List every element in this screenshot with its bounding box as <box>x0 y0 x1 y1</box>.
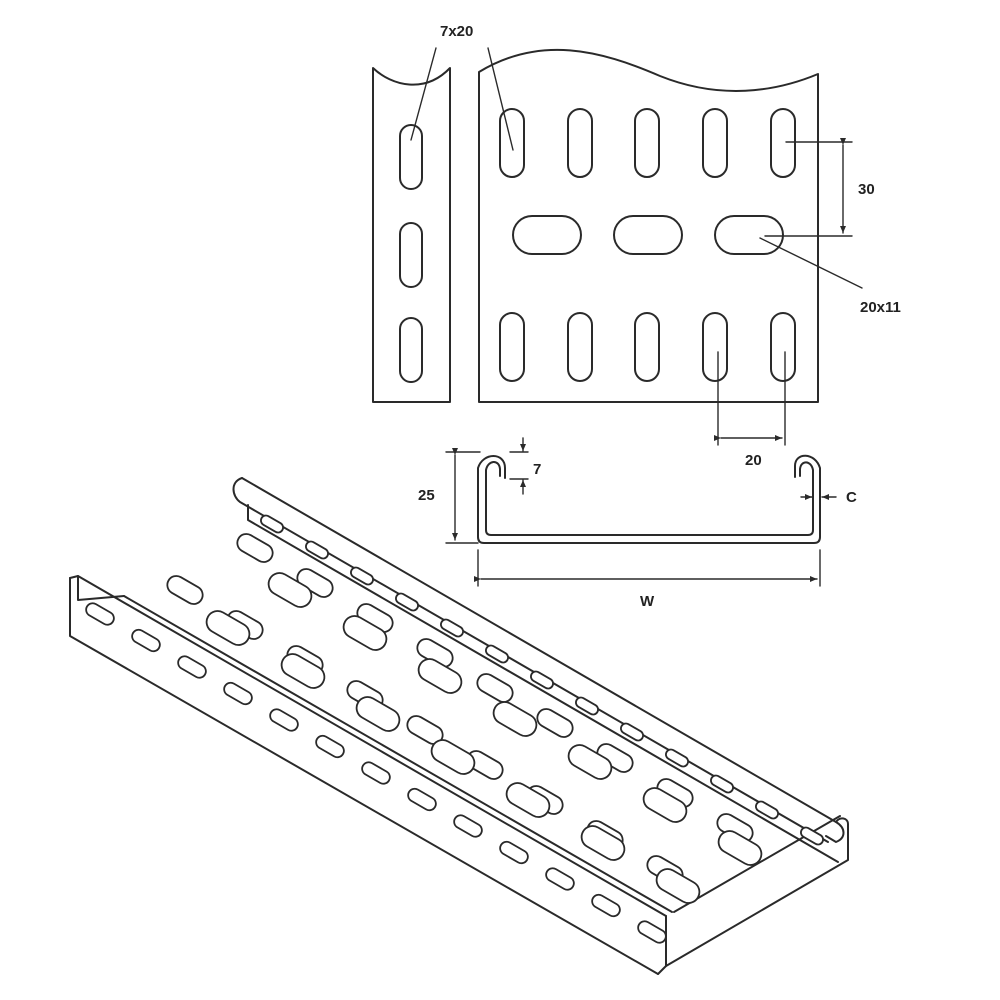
bottom-panel-outline <box>478 48 819 403</box>
vertical-slot <box>702 312 728 382</box>
front-wall-slot <box>407 787 437 812</box>
pitch-30-label: 30 <box>858 181 875 198</box>
back-wall-slot <box>620 722 644 742</box>
floor-slot <box>236 533 274 563</box>
back-wall-slot <box>665 748 689 768</box>
back-rim-bottom <box>232 477 829 843</box>
back-wall-slot <box>800 826 824 846</box>
front-wall-slot <box>637 920 667 944</box>
strip-slot <box>399 317 423 383</box>
pitch-20-label: 20 <box>745 452 762 469</box>
dimension-slot-size: 7x20 <box>410 23 514 151</box>
tray-perforations <box>85 514 824 944</box>
floor-hole <box>280 653 326 689</box>
height-25-label: 25 <box>418 487 435 504</box>
leader-line-hole <box>759 237 863 289</box>
section-profile-inner <box>485 461 814 536</box>
floor-hole <box>505 782 551 818</box>
horizontal-hole <box>613 215 683 255</box>
front-wall-slot <box>223 681 253 706</box>
floor-slot <box>536 708 574 738</box>
back-wall-slot <box>305 540 329 560</box>
floor-slot <box>476 673 514 703</box>
floor-slot <box>166 575 204 605</box>
front-wall-slot <box>269 708 299 732</box>
width-label: W <box>640 593 655 610</box>
floor-hole <box>342 615 388 651</box>
side-strip-view <box>372 67 451 403</box>
horizontal-hole <box>714 215 784 255</box>
bottom-panel-slots <box>499 108 796 382</box>
floor-hole <box>580 825 626 861</box>
front-wall-slot <box>177 655 207 679</box>
dimension-hole-size: 20x11 <box>759 237 901 316</box>
strip-slot <box>399 124 423 190</box>
floor-hole <box>267 572 313 608</box>
floor-front-edge <box>123 595 673 913</box>
slot-size-label: 7x20 <box>440 23 473 40</box>
end-face-bottom <box>665 817 849 967</box>
front-wall-slot <box>315 734 345 759</box>
vertical-slot <box>702 108 728 178</box>
floor-hole <box>492 701 538 737</box>
front-wall-slot <box>131 628 161 653</box>
end-face-inner-edge <box>673 815 841 913</box>
back-wall-slot <box>260 514 284 534</box>
back-wall-slot <box>755 800 779 820</box>
cross-section-view: 25 7 C W <box>418 437 857 610</box>
vertical-slot <box>567 108 593 178</box>
front-wall-slot <box>545 867 575 891</box>
vertical-slot <box>567 312 593 382</box>
vertical-slot <box>770 312 796 382</box>
section-profile-outer <box>477 454 821 544</box>
front-rim-lip-left <box>77 575 125 601</box>
dimension-pitch-20: 20 <box>714 351 786 469</box>
strip-slot <box>399 222 423 288</box>
front-wall-slot <box>453 814 483 838</box>
hole-size-label: 20x11 <box>860 299 901 316</box>
back-wall-slot <box>485 644 509 664</box>
flange-7-label: 7 <box>533 461 541 478</box>
leader-line-slot <box>410 47 437 141</box>
front-wall-slot <box>499 840 529 865</box>
front-wall-slot <box>361 761 391 785</box>
vertical-slot <box>634 312 660 382</box>
floor-hole <box>717 830 763 866</box>
bottom-panel-view <box>478 48 819 403</box>
back-wall-slot <box>530 670 554 690</box>
vertical-slot <box>499 312 525 382</box>
leader-line-slot-2 <box>487 47 514 151</box>
floor-hole <box>355 696 401 732</box>
floor-hole <box>430 739 476 775</box>
floor-hole <box>417 658 463 694</box>
front-wall-bottom <box>69 577 659 975</box>
floor-hole <box>642 787 688 823</box>
vertical-slot <box>634 108 660 178</box>
back-wall-slot <box>395 592 419 612</box>
horizontal-hole <box>512 215 582 255</box>
back-wall-slot <box>710 774 734 794</box>
back-wall-slot <box>350 566 374 586</box>
side-strip-slots <box>399 124 423 383</box>
end-face-front <box>657 915 667 975</box>
dimension-pitch-30: 30 <box>764 138 875 237</box>
floor-hole <box>655 868 701 904</box>
front-wall-slot <box>591 893 621 918</box>
thickness-label: C <box>846 489 857 506</box>
tray-3d-view <box>69 477 849 975</box>
back-wall-slot <box>575 696 599 716</box>
vertical-slot <box>770 108 796 178</box>
side-strip-outline <box>372 67 451 403</box>
front-wall-slot <box>85 602 115 626</box>
back-wall-slot <box>440 618 464 638</box>
floor-hole <box>567 744 613 780</box>
back-wall-base <box>247 504 839 863</box>
floor-hole <box>205 610 251 646</box>
